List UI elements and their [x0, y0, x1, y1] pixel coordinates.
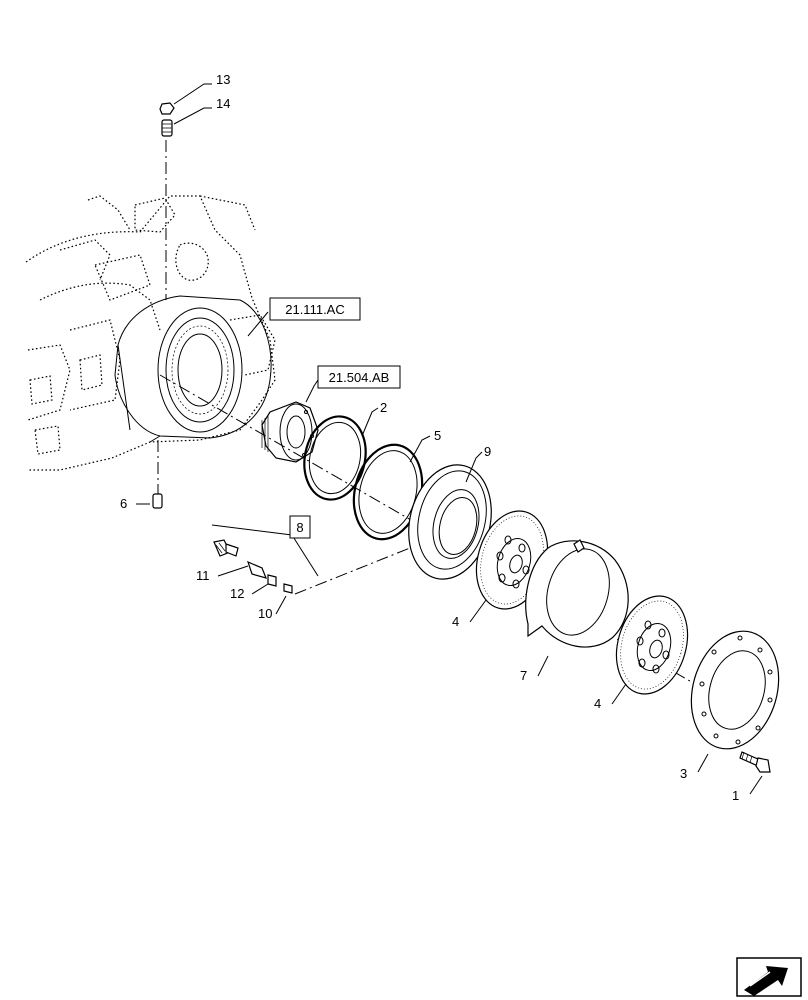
- callout-4-a: 4: [452, 614, 459, 629]
- leader-lines: [136, 83, 763, 795]
- callout-5: 5: [434, 428, 441, 443]
- fitting-part-11: [213, 539, 239, 557]
- callout-14: 14: [216, 96, 230, 111]
- valve-part-12: [247, 560, 268, 579]
- brake-piston-part-9: [408, 464, 492, 580]
- callout-12: 12: [230, 586, 244, 601]
- callout-2: 2: [380, 400, 387, 415]
- cover-plate-part-3: [690, 630, 780, 750]
- reference-carrier[interactable]: 21.504.AB: [317, 365, 401, 389]
- reference-housing[interactable]: 21.111.AC: [269, 297, 361, 321]
- friction-disc-part-4-b: [615, 595, 689, 695]
- brake-housing: [114, 295, 272, 443]
- plug-part-6: [152, 493, 163, 509]
- callout-4-b: 4: [594, 696, 601, 711]
- svg-text:21.111.AC: 21.111.AC: [285, 302, 345, 317]
- callout-10: 10: [258, 606, 272, 621]
- callout-1: 1: [732, 788, 739, 803]
- bolt-part-1: [739, 751, 771, 773]
- cap-part-10-b: [283, 583, 293, 594]
- callout-6: 6: [120, 496, 127, 511]
- svg-text:8: 8: [296, 520, 303, 535]
- callout-3: 3: [680, 766, 687, 781]
- kit-8-bracket: [211, 524, 411, 595]
- nut-part-13: [159, 102, 175, 115]
- planetary-carrier: [261, 401, 319, 463]
- callout-11: 11: [196, 568, 210, 583]
- cap-part-10-a: [267, 574, 277, 587]
- svg-text:21.504.AB: 21.504.AB: [329, 370, 390, 385]
- next-page-arrow-icon[interactable]: [736, 957, 802, 997]
- separator-plate-part-7: [525, 539, 629, 648]
- reference-kit[interactable]: 8: [289, 515, 311, 539]
- callout-13: 13: [216, 72, 230, 87]
- transmission-housing: [25, 195, 276, 471]
- callout-7: 7: [520, 668, 527, 683]
- bleed-screw-part-14: [161, 119, 173, 137]
- callout-9: 9: [484, 444, 491, 459]
